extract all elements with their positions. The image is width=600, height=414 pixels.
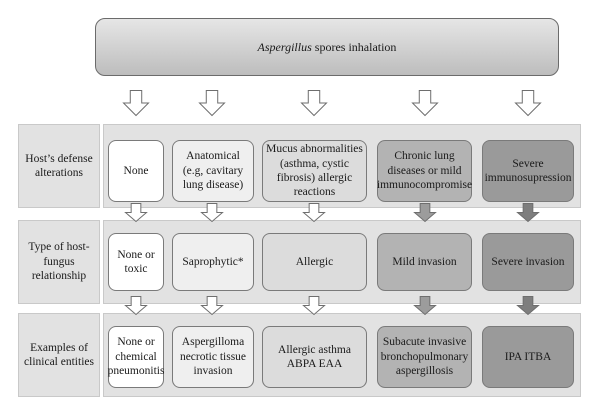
- defense-cell-1: None: [108, 140, 164, 202]
- relationship-cell-1: None or toxic: [108, 233, 164, 291]
- arrow-spores-to-defense-1-icon: [122, 90, 150, 117]
- defense-cell-2: Anatomical (e.g, cavitary lung disease): [172, 140, 254, 202]
- arrow-shape: [302, 296, 326, 316]
- spores-inhalation-italic: Aspergillus: [257, 39, 312, 54]
- arrow-defense-to-relationship-3-icon: [302, 203, 326, 223]
- row-label-entities: Examples of clinical entities: [18, 313, 100, 397]
- relationship-cell-4: Mild invasion: [377, 233, 472, 291]
- arrow-shape: [198, 90, 226, 117]
- arrow-spores-to-defense-4-icon: [411, 90, 439, 117]
- row-label-defense: Host’s defense alterations: [18, 124, 100, 208]
- spores-inhalation-box: Aspergillus spores inhalation: [95, 18, 559, 76]
- arrow-defense-to-relationship-5-icon: [516, 203, 540, 223]
- entities-cell-5: IPA ITBA: [482, 326, 574, 388]
- arrow-shape: [516, 296, 540, 316]
- arrow-shape: [200, 203, 224, 223]
- arrow-relationship-to-entities-2-icon: [200, 296, 224, 316]
- arrow-shape: [300, 90, 328, 117]
- arrow-shape: [516, 203, 540, 223]
- defense-cell-3: Mucus abnormalities (asthma, cystic fibr…: [262, 140, 367, 202]
- entities-cell-2: Aspergilloma necrotic tissue invasion: [172, 326, 254, 388]
- arrow-shape: [122, 90, 150, 117]
- relationship-cell-5: Severe invasion: [482, 233, 574, 291]
- arrow-shape: [200, 296, 224, 316]
- arrow-shape: [124, 203, 148, 223]
- entities-cell-3: Allergic asthma ABPA EAA: [262, 326, 367, 388]
- entities-cell-4: Subacute invasive bronchopulmonary asper…: [377, 326, 472, 388]
- arrow-shape: [411, 90, 439, 117]
- arrow-spores-to-defense-3-icon: [300, 90, 328, 117]
- arrow-defense-to-relationship-2-icon: [200, 203, 224, 223]
- arrow-spores-to-defense-5-icon: [514, 90, 542, 117]
- arrow-shape: [514, 90, 542, 117]
- arrow-relationship-to-entities-3-icon: [302, 296, 326, 316]
- entities-cell-1: None or chemical pneumonitis: [108, 326, 164, 388]
- arrow-shape: [124, 296, 148, 316]
- relationship-cell-2: Saprophytic*: [172, 233, 254, 291]
- arrow-defense-to-relationship-1-icon: [124, 203, 148, 223]
- arrow-spores-to-defense-2-icon: [198, 90, 226, 117]
- row-label-relationship: Type of host-fungus relationship: [18, 220, 100, 304]
- arrow-shape: [413, 203, 437, 223]
- defense-cell-5: Severe immunosupression: [482, 140, 574, 202]
- arrow-shape: [302, 203, 326, 223]
- arrow-relationship-to-entities-1-icon: [124, 296, 148, 316]
- arrow-shape: [413, 296, 437, 316]
- relationship-cell-3: Allergic: [262, 233, 367, 291]
- arrow-relationship-to-entities-5-icon: [516, 296, 540, 316]
- arrow-defense-to-relationship-4-icon: [413, 203, 437, 223]
- arrow-relationship-to-entities-4-icon: [413, 296, 437, 316]
- defense-cell-4: Chronic lung diseases or mild immunocomp…: [377, 140, 472, 202]
- spores-inhalation-text: spores inhalation: [311, 39, 397, 54]
